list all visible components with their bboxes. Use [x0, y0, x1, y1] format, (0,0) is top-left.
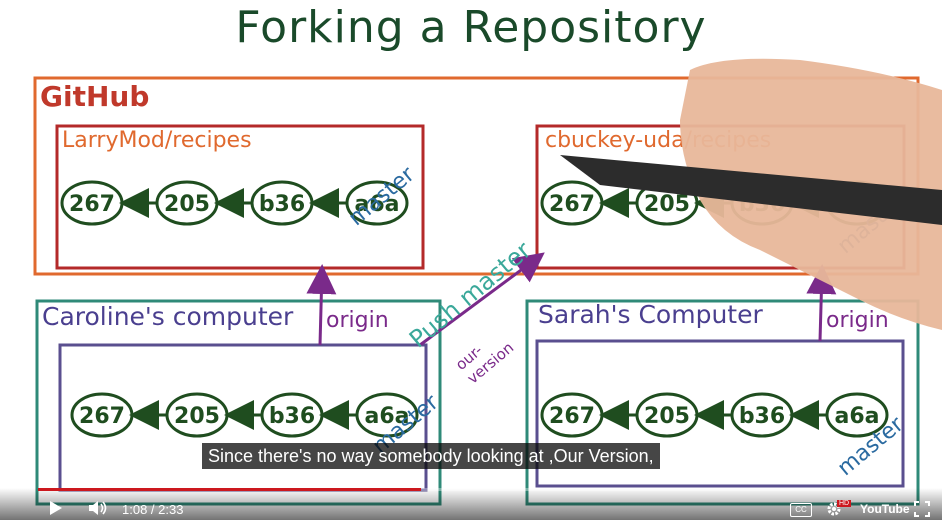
- caroline-label: Caroline's computer: [42, 302, 294, 331]
- sarah-commit-label: 267: [549, 404, 595, 429]
- caroline-commit-label: a6a: [365, 404, 410, 429]
- progress-played: [38, 488, 421, 491]
- sarah-commit-label: b36: [739, 404, 785, 429]
- subtitle-caption: Since there's no way somebody looking at…: [202, 443, 660, 469]
- cc-label: CC: [795, 505, 807, 514]
- github-label: GitHub: [40, 80, 150, 113]
- progress-bar[interactable]: [38, 488, 900, 491]
- sarah-commit-label: a6a: [835, 404, 880, 429]
- play-button[interactable]: [48, 500, 66, 516]
- push-arrow: [419, 252, 545, 347]
- sarah-commit-label: 205: [644, 404, 690, 429]
- caroline-commit-label: b36: [269, 404, 315, 429]
- control-bar: [0, 488, 942, 520]
- video-title: Forking a Repository: [235, 2, 707, 53]
- caroline-commit-label: 267: [79, 404, 125, 429]
- repo-left-label: LarryMod/recipes: [62, 128, 252, 153]
- gear-icon: [827, 502, 841, 516]
- repo-left-commit-label: b36: [259, 192, 305, 217]
- fullscreen-icon: [914, 501, 930, 517]
- origin-arrow-left: [306, 264, 337, 346]
- caroline-commit-label: 205: [174, 404, 220, 429]
- sarah-commit-a6a: [825, 392, 889, 438]
- fullscreen-button[interactable]: [914, 501, 930, 517]
- repo-left-commit-a6a: [345, 180, 409, 226]
- repo-right-commit-label: 267: [549, 192, 595, 217]
- play-icon: [50, 501, 62, 515]
- sarah-label: Sarah's Computer: [538, 300, 763, 329]
- origin-arrow-right: [806, 264, 837, 342]
- volume-button[interactable]: [88, 500, 108, 516]
- sarah-local-box: [535, 339, 905, 488]
- youtube-logo[interactable]: YouTube: [860, 502, 910, 516]
- time-display: 1:08 / 2:33: [122, 502, 184, 517]
- repo-left-box: [55, 124, 425, 270]
- repo-left-commit-label: a6a: [355, 192, 400, 217]
- repo-left-commit-label: 267: [69, 192, 115, 217]
- origin-label-right: origin: [826, 308, 889, 333]
- repo-right-commit-label: 205: [644, 192, 690, 217]
- settings-button[interactable]: [826, 501, 842, 517]
- repo-left-commit-label: 205: [164, 192, 210, 217]
- origin-label-left: origin: [326, 308, 389, 333]
- volume-icon: [89, 501, 107, 515]
- cc-button[interactable]: CC: [790, 503, 812, 517]
- caroline-commit-a6a: [355, 392, 419, 438]
- hd-badge: HD: [837, 500, 852, 507]
